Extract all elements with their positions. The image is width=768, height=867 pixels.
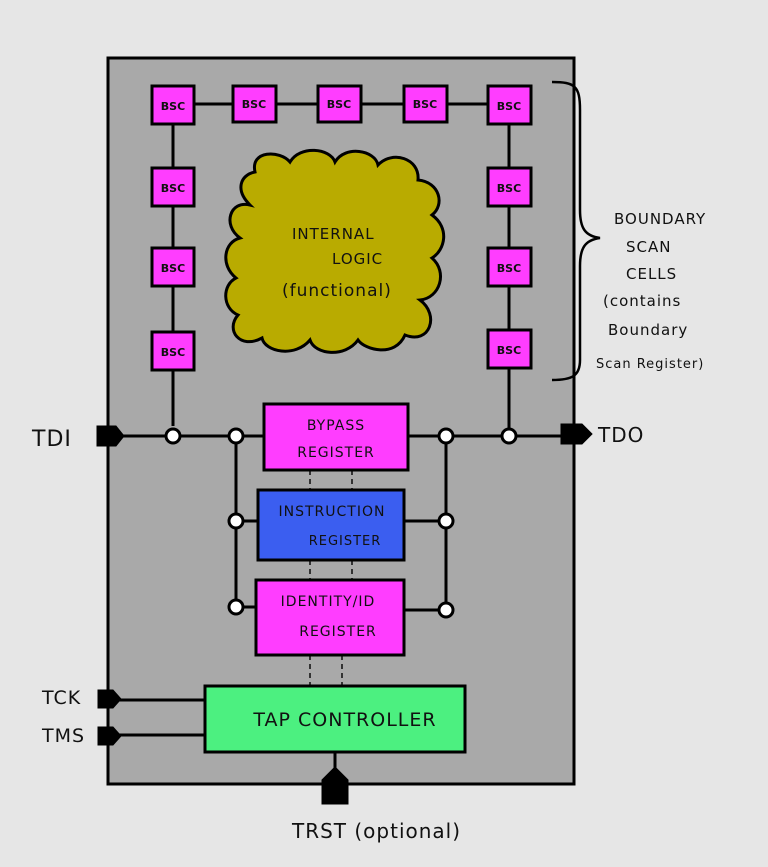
junction: [437, 601, 455, 619]
svg-text:BSC: BSC: [497, 344, 521, 357]
junction: [437, 512, 455, 530]
internal-logic: INTERNAL LOGIC (functional): [224, 148, 446, 354]
svg-text:BSC: BSC: [327, 98, 351, 111]
boundary-note-line3: CELLS: [626, 265, 677, 283]
boundary-note: BOUNDARY SCAN CELLS (contains Boundary S…: [596, 210, 706, 372]
boundary-note-line4: (contains: [603, 292, 681, 310]
bsc-cell: BSC: [316, 84, 363, 124]
bsc-cell: BSC: [486, 246, 533, 288]
instruction-register-line1: INSTRUCTION: [279, 504, 386, 520]
instruction-register-line2: REGISTER: [309, 534, 382, 549]
svg-text:BSC: BSC: [497, 262, 521, 275]
bsc-cell: BSC: [150, 330, 196, 372]
bsc-cell: BSC: [150, 84, 196, 126]
junction: [500, 427, 518, 445]
register-path-wires: [112, 434, 565, 775]
junction: [437, 427, 455, 445]
svg-text:BSC: BSC: [413, 98, 437, 111]
boundary-note-line6: Scan Register): [596, 357, 704, 372]
trst-label: TRST (optional): [291, 819, 461, 843]
identity-register-line2: REGISTER: [299, 624, 377, 640]
svg-text:BSC: BSC: [161, 182, 185, 195]
junction: [227, 598, 245, 616]
junctions: [164, 427, 518, 619]
bypass-register-line2: REGISTER: [297, 445, 375, 461]
bypass-register: BYPASS REGISTER: [262, 402, 410, 472]
svg-text:BSC: BSC: [497, 100, 521, 113]
internal-logic-cloud: [224, 148, 446, 354]
junction: [227, 512, 245, 530]
tdo-pin-icon: [560, 423, 593, 445]
identity-register-line1: IDENTITY/ID: [281, 594, 376, 610]
bsc-cell: BSC: [231, 84, 278, 124]
svg-text:BSC: BSC: [161, 262, 185, 275]
boundary-brace: [551, 80, 601, 382]
bsc-cell: BSC: [486, 84, 533, 126]
scan-chain-wires: [171, 102, 511, 428]
internal-logic-line2: LOGIC: [332, 250, 383, 268]
tdi-label: TDI: [31, 427, 72, 452]
boundary-note-line1: BOUNDARY: [614, 210, 706, 228]
junction: [164, 427, 182, 445]
bsc-cell: BSC: [486, 166, 533, 208]
identity-register: IDENTITY/ID REGISTER: [254, 578, 406, 657]
tms-label: TMS: [41, 725, 85, 747]
bsc-cell: BSC: [150, 166, 196, 208]
pin-markers: [96, 423, 593, 805]
internal-logic-line3: (functional): [282, 281, 392, 301]
svg-text:BSC: BSC: [161, 346, 185, 359]
boundary-note-line5: Boundary: [608, 321, 688, 339]
tap-controller-label: TAP CONTROLLER: [252, 709, 436, 731]
bypass-register-line1: BYPASS: [307, 418, 365, 434]
junction: [227, 427, 245, 445]
bsc-cell: BSC: [150, 246, 196, 288]
bsc-cell: BSC: [486, 328, 533, 370]
svg-text:BSC: BSC: [497, 182, 521, 195]
tdi-pin-icon: [96, 425, 125, 447]
instruction-register: INSTRUCTION REGISTER: [256, 488, 406, 562]
internal-logic-line1: INTERNAL: [292, 225, 375, 243]
bsc-cell: BSC: [402, 84, 449, 124]
boundary-note-line2: SCAN: [626, 238, 671, 256]
tms-pin-icon: [97, 726, 122, 746]
tck-label: TCK: [41, 687, 81, 709]
control-links: [309, 470, 353, 686]
tap-controller: TAP CONTROLLER: [203, 684, 467, 754]
tdo-label: TDO: [597, 423, 644, 447]
tck-pin-icon: [97, 689, 122, 709]
svg-text:BSC: BSC: [242, 98, 266, 111]
trst-pin-icon: [321, 766, 349, 805]
svg-text:BSC: BSC: [161, 100, 185, 113]
bsc-cells: BSC BSC BSC BSC BSC BSC BSC BSC: [150, 84, 533, 372]
